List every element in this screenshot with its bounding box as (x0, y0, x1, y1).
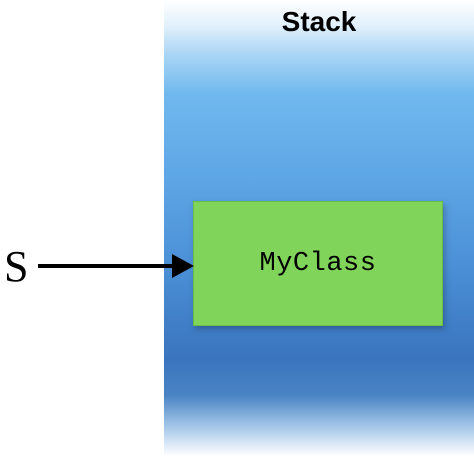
reference-arrow-icon (38, 254, 194, 278)
reference-arrow-head (172, 254, 194, 278)
stack-title: Stack (281, 6, 357, 37)
myclass-object-label: MyClass (259, 248, 377, 279)
myclass-object-box: MyClass (193, 201, 443, 326)
reference-variable-label: S (4, 242, 29, 291)
